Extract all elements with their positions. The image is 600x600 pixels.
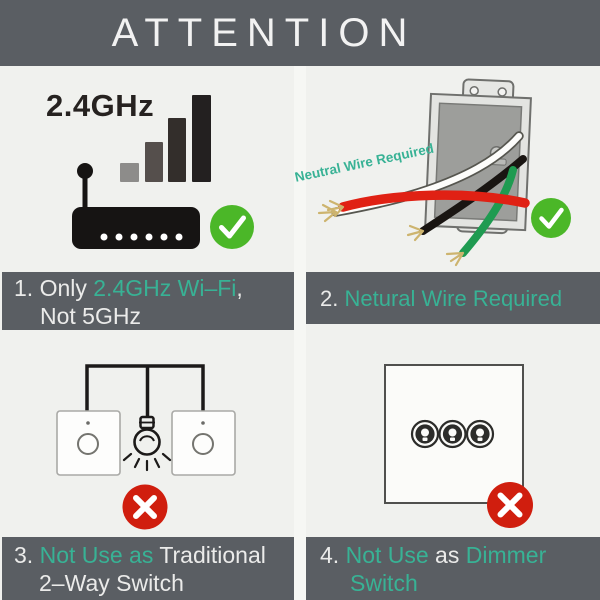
dimmer-button-3 (465, 419, 495, 449)
dimmer-button-2 (438, 419, 467, 449)
caption-3-highlight: Not Use as (39, 542, 154, 568)
caption-4: 4. Not Use as Dimmer Switch (306, 537, 600, 600)
cross-icon (122, 484, 168, 530)
dimmer-switch-illustration (384, 364, 533, 528)
check-icon (210, 205, 254, 249)
bulb-icon (122, 415, 172, 472)
page-title: ATTENTION (111, 10, 417, 55)
cross-icon (487, 482, 533, 528)
panel-two-way-switch (0, 330, 294, 537)
red-live-wire (326, 190, 530, 218)
center-divider (294, 66, 306, 600)
router-icon (72, 163, 200, 249)
green-ground-wire (445, 166, 517, 267)
caption-1-line1: 1. Only 2.4GHz Wi–Fi, (14, 275, 243, 301)
electrical-box (424, 78, 532, 235)
caption-4-highlight: Not Use (345, 542, 429, 568)
router-illustration (72, 95, 254, 249)
attention-header: ATTENTION (0, 0, 600, 66)
panel-dimmer-switch (300, 330, 600, 600)
signal-bars-icon (120, 95, 211, 182)
caption-1-line2: Not 5GHz (40, 303, 141, 329)
caption-1: 1. Only 2.4GHz Wi–Fi, Not 5GHz (2, 272, 294, 330)
caption-4-line1: 4. Not Use as Dimmer (320, 542, 547, 568)
caption-3-line2: 2–Way Switch (39, 570, 184, 596)
touch-switch-left-icon (56, 410, 121, 476)
caption-4-line2: Switch (350, 570, 418, 596)
wall-box-icon (317, 78, 571, 267)
caption-3-line1: 3. Not Use as Traditional (14, 542, 266, 568)
caption-3: 3. Not Use as Traditional 2–Way Switch (2, 537, 294, 600)
dimmer-button-1 (410, 419, 440, 449)
wiring-lines (85, 364, 205, 417)
touch-switch-right-icon (171, 410, 236, 476)
two-way-switch-illustration (56, 364, 236, 530)
panel-neutral-wire (300, 66, 600, 272)
caption-2-highlight: Netural Wire Required (344, 286, 563, 311)
caption-2: 2. Netural Wire Required (306, 272, 600, 324)
caption-1-highlight: 2.4GHz Wi–Fi (93, 275, 237, 301)
check-icon (531, 198, 571, 238)
panel-wifi-frequency: 2.4GHz (0, 66, 294, 272)
wifi-frequency-label: 2.4GHz (46, 88, 155, 123)
caption-4-highlight2: Dimmer (465, 542, 547, 568)
